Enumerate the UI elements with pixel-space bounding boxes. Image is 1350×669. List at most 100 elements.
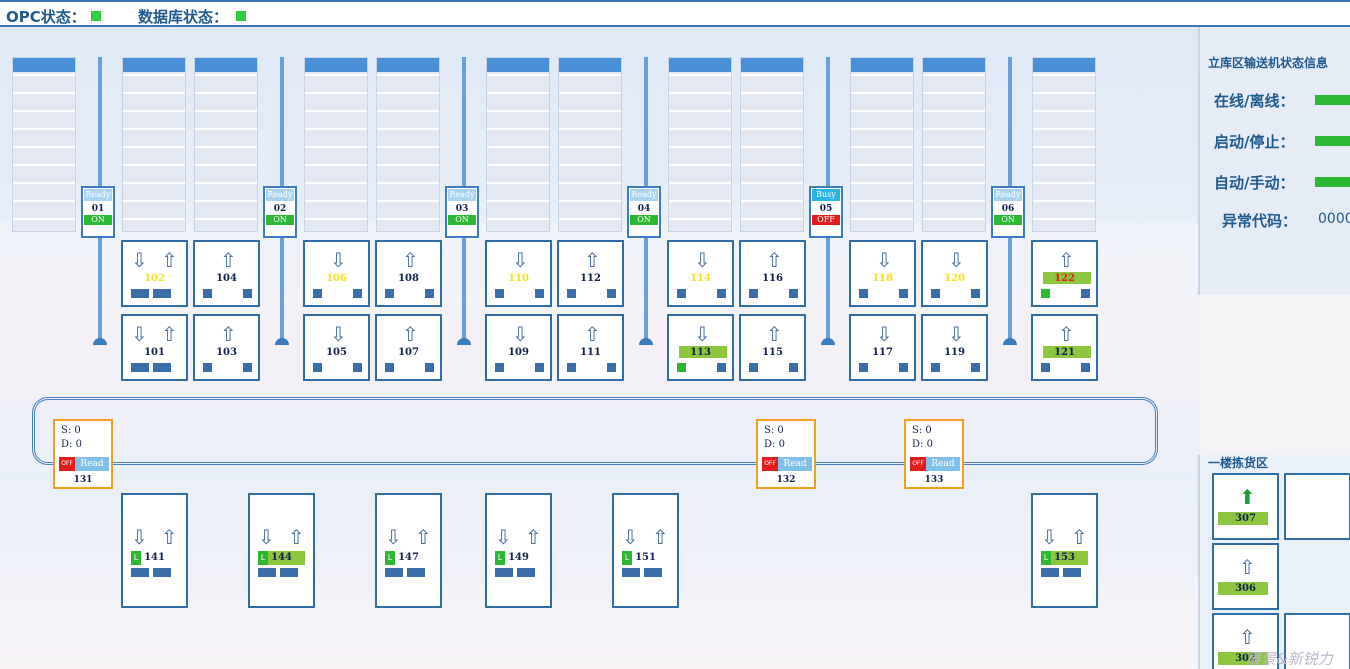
conveyor-120[interactable]: ⇩120 [921,240,988,307]
arrow-up-icon: ⇧ [402,248,419,272]
sensor-indicator [517,568,526,577]
stacker-status: Ready [994,189,1022,201]
rack-header [123,58,185,72]
arrow-up-icon: ⇧ [1239,555,1256,579]
arrow-group: ⇧ [195,322,258,346]
arrow-up-icon: ⇧ [220,322,237,346]
sensor-indicator [677,363,686,372]
conveyor-121[interactable]: ⇧121 [1031,314,1098,381]
stacker-state: OFF [812,215,840,225]
conveyor-115[interactable]: ⇧115 [739,314,806,381]
conveyor-105[interactable]: ⇩105 [303,314,370,381]
conveyor-116[interactable]: ⇧116 [739,240,806,307]
arrow-up-icon: ⇧ [1058,322,1075,346]
sensor-indicator [385,289,394,298]
stacker-number: 06 [1001,204,1015,214]
conveyor-111[interactable]: ⇧111 [557,314,624,381]
conveyor-113[interactable]: ⇩113 [667,314,734,381]
conveyor-107[interactable]: ⇧107 [375,314,442,381]
arrow-down-icon: ⇩ [330,322,347,346]
conveyor-102[interactable]: ⇩⇧102 [121,240,188,307]
conveyor-number: 307 [1235,513,1256,524]
pick-conveyor-306[interactable]: ⇧306 [1212,543,1279,610]
rack-sensor-row [749,363,798,373]
sensor-indicator [859,363,868,372]
sensor-indicator [789,289,798,298]
sensor-indicator [243,363,252,372]
pick-slot-empty [1284,613,1350,669]
sensor-indicator [717,289,726,298]
sensor-indicator [567,363,576,372]
rack-sensor-row [931,363,980,373]
conveyor-122[interactable]: ⇧122 [1031,240,1098,307]
rack-sensor-row [131,568,178,578]
conveyor-112[interactable]: ⇧112 [557,240,624,307]
rack-sensor-row [567,363,616,373]
rack-sensor-row [1041,363,1090,373]
rack-header [923,58,985,72]
arrow-group: ⇧ [559,248,622,272]
arrow-group: ⇧ [377,322,440,346]
arrow-down-icon: ⇩ [258,525,275,549]
conveyor-118[interactable]: ⇩118 [849,240,916,307]
sensor-indicator [353,289,362,298]
online-label: 在线/离线： [1214,92,1295,110]
db-status-label: 数据库状态： [138,8,229,26]
rack-header [1033,58,1095,72]
arrow-down-icon: ⇩ [948,248,965,272]
rack-sensor-row [203,289,252,299]
conveyor-103[interactable]: ⇧103 [193,314,260,381]
arrow-up-icon: ⇧ [288,525,305,549]
sensor-indicator [131,289,140,298]
conveyor-number: 108 [398,273,419,284]
stacker-state: ON [630,215,658,225]
arrow-up-icon: ⇧ [402,322,419,346]
conveyor-119[interactable]: ⇩119 [921,314,988,381]
arrow-group: ⇩⇧ [614,525,677,549]
conveyor-number: 151 [635,552,656,563]
pick-conveyor-307[interactable]: ⬆307 [1212,473,1279,540]
rack-sensor-row [859,363,908,373]
conveyor-114[interactable]: ⇩114 [667,240,734,307]
stacker-state: ON [448,215,476,225]
conveyor-number: 153 [1054,552,1075,563]
conveyor-117[interactable]: ⇩117 [849,314,916,381]
rail-foot [639,338,653,345]
stacker-status: Ready [84,189,112,201]
db-status-indicator [236,11,246,21]
conveyor-109[interactable]: ⇩109 [485,314,552,381]
sensor-indicator [717,363,726,372]
rail-foot [457,338,471,345]
conveyor-104[interactable]: ⇧104 [193,240,260,307]
conveyor-101[interactable]: ⇩⇧101 [121,314,188,381]
sensor-indicator [535,289,544,298]
pick-conveyor-302[interactable]: ⇧302 [1212,613,1279,669]
rack-header [851,58,913,72]
shuttle-destination: D: 0 [912,439,933,450]
conveyor-106[interactable]: ⇩106 [303,240,370,307]
conveyor-108[interactable]: ⇧108 [375,240,442,307]
sensor-indicator [495,289,504,298]
sensor-indicator [140,363,149,372]
sensor-indicator [153,289,162,298]
rack-sensor-row [203,363,252,373]
arrow-group: ⇩ [923,248,986,272]
load-indicator: L [495,551,505,565]
arrow-up-icon: ⇧ [584,322,601,346]
conveyor-110[interactable]: ⇩110 [485,240,552,307]
